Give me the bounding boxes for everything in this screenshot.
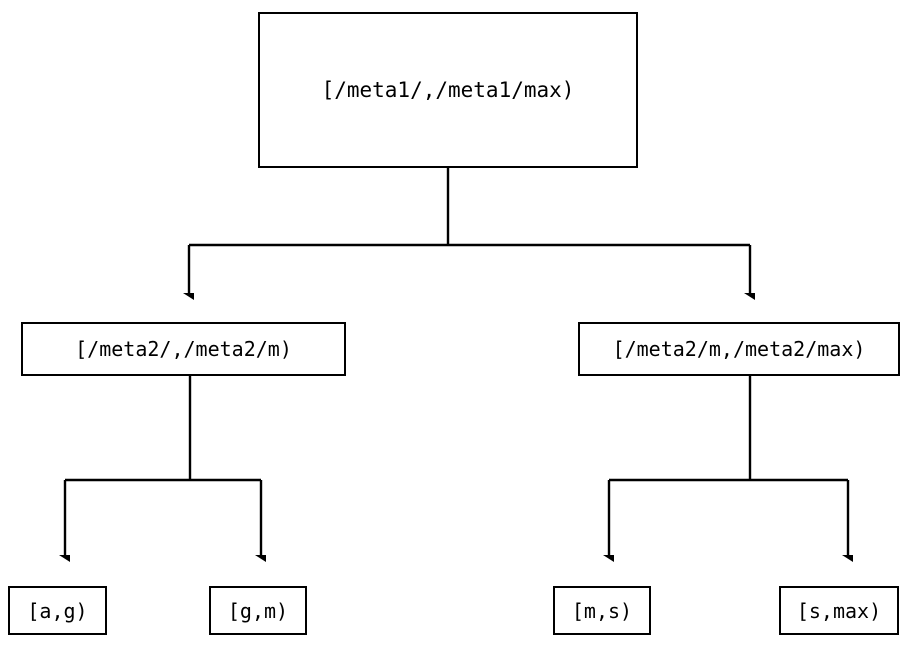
tree-node-mid-right-label: [/meta2/m,/meta2/max) xyxy=(612,337,866,361)
tree-node-leaf-gm-label: [g,m) xyxy=(227,598,289,623)
tree-node-root-label: [/meta1/,/meta1/max) xyxy=(321,77,575,102)
tree-node-leaf-ag[interactable]: [a,g) xyxy=(8,586,107,635)
tree-node-root[interactable]: [/meta1/,/meta1/max) xyxy=(258,12,638,168)
edge-midleft-to-leaves xyxy=(65,376,261,555)
tree-node-leaf-ag-label: [a,g) xyxy=(27,598,88,623)
tree-node-mid-left[interactable]: [/meta2/,/meta2/m) xyxy=(21,322,346,376)
edge-root-to-midlevel xyxy=(189,168,750,293)
tree-node-leaf-ms[interactable]: [m,s) xyxy=(553,586,651,635)
tree-node-leaf-smax-label: [s,max) xyxy=(796,598,882,623)
tree-node-leaf-gm[interactable]: [g,m) xyxy=(209,586,307,635)
edge-midright-to-leaves xyxy=(609,376,848,555)
tree-node-leaf-smax[interactable]: [s,max) xyxy=(779,586,899,635)
tree-node-mid-right[interactable]: [/meta2/m,/meta2/max) xyxy=(578,322,900,376)
tree-node-leaf-ms-label: [m,s) xyxy=(571,598,633,623)
tree-node-mid-left-label: [/meta2/,/meta2/m) xyxy=(75,337,292,361)
